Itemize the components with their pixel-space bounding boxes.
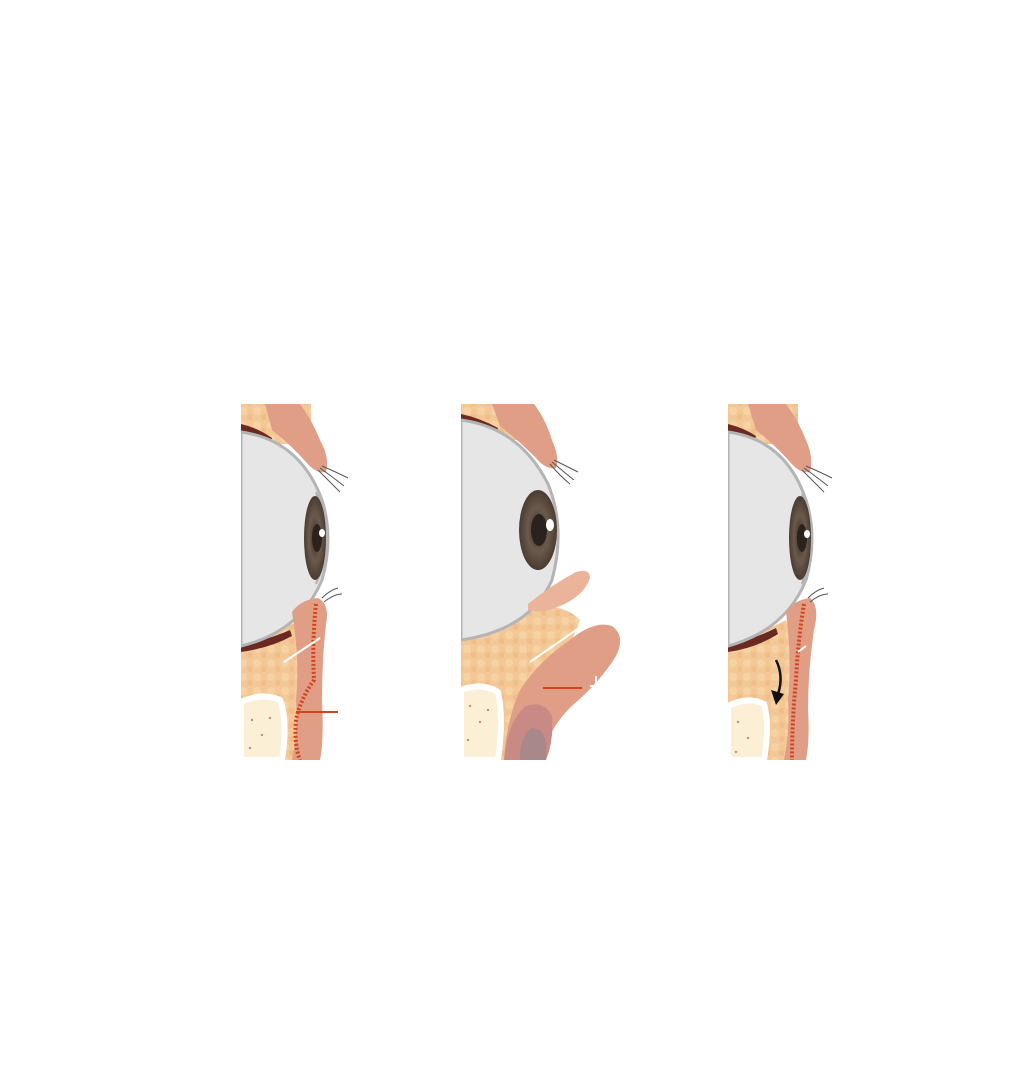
pointer-line-white [529,625,583,663]
curved-arrow-icon [771,659,784,705]
corneal-reflex [804,530,810,538]
orbital-rim-bone [461,683,504,760]
upper-eyelash-icon [317,465,349,493]
lower-eyelash-icon [321,587,343,603]
globe-sclera [241,430,330,648]
lower-eyelash-icon [807,587,829,603]
pupil [312,524,322,552]
lid-inner-shadow [520,728,546,760]
panel-2 [461,404,621,760]
pupil [531,514,547,546]
panel-3 [728,404,833,760]
conjunctival-flap [528,570,590,612]
upper-eyelid [265,404,328,473]
orbital-rim-bone [728,697,770,760]
lower-fornix [728,628,778,652]
pupil [797,524,807,552]
globe-sclera [461,418,560,642]
corneal-reflex [546,519,554,531]
orbicularis-muscle [790,603,806,760]
pointer-line-white [797,645,807,653]
pointer-line-white [283,637,321,663]
upper-eyelash-icon [549,459,579,485]
lower-fornix [241,630,292,652]
scissors-icon [590,676,602,700]
orbital-rim-bone [241,693,288,760]
bone-marrow-dots [466,704,490,742]
corneal-reflex [319,529,325,537]
bone-marrow-dots [734,720,750,754]
upper-eyelid [492,404,558,469]
upper-eyelash-icon [801,465,833,493]
panel-1 [241,404,349,760]
orbicularis-muscle [293,603,318,760]
upper-eyelid [748,404,812,473]
bone-marrow-dots [248,716,272,750]
